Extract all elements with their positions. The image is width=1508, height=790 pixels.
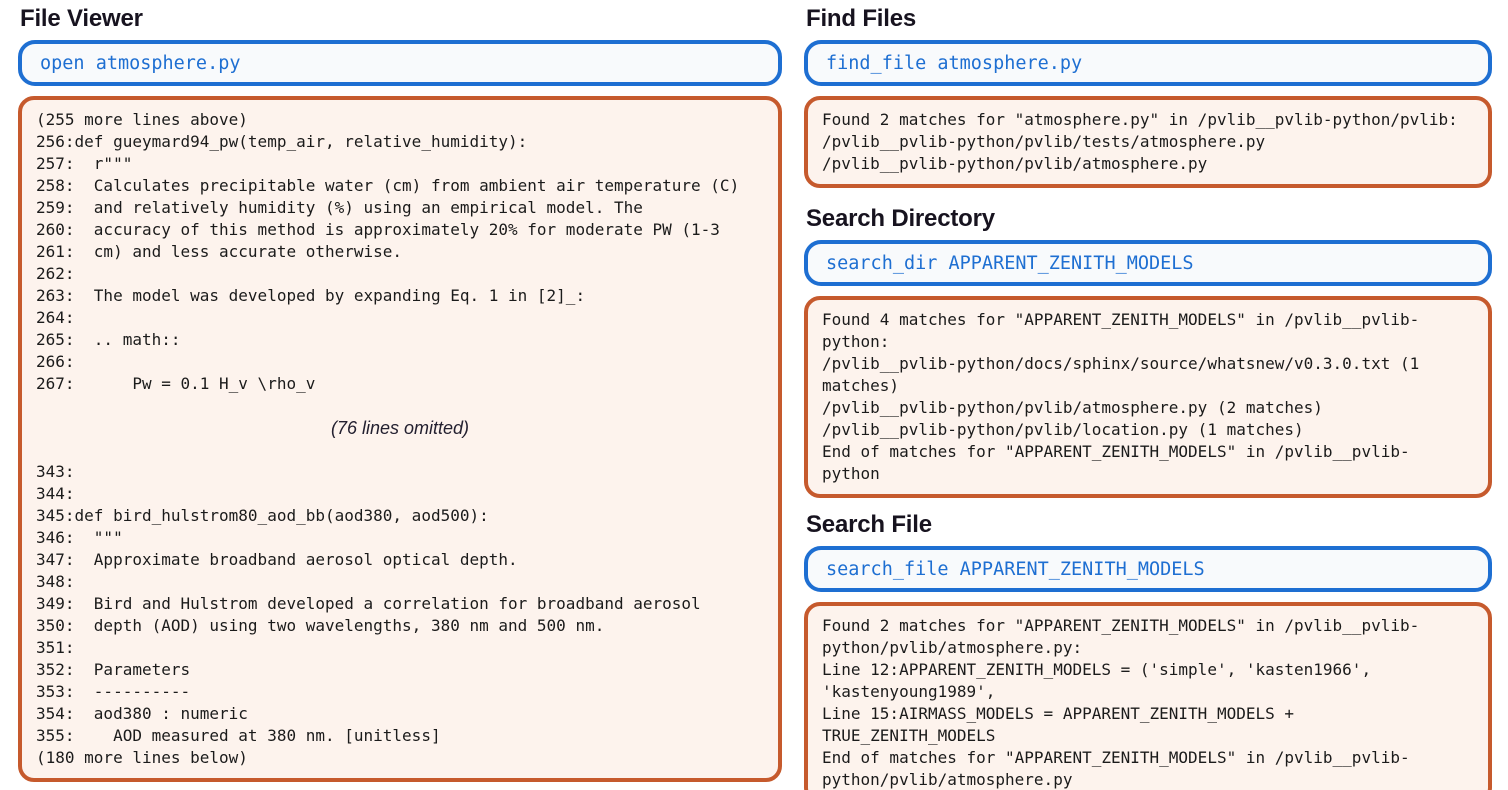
output-line: 354: aod380 : numeric [36, 704, 248, 723]
file-viewer-command-box[interactable]: open atmosphere.py [18, 40, 782, 86]
output-line: 352: Parameters [36, 660, 191, 679]
search-dir-output-box: Found 4 matches for "APPARENT_ZENITH_MOD… [804, 296, 1492, 498]
output-line: python/pvlib/atmosphere.py: [822, 638, 1083, 657]
search-dir-command-text: search_dir APPARENT_ZENITH_MODELS [826, 252, 1194, 274]
output-line: Line 15:AIRMASS_MODELS = APPARENT_ZENITH… [822, 704, 1295, 723]
output-line: /pvlib__pvlib-python/pvlib/atmosphere.py… [822, 398, 1323, 417]
search-file-panel: Search File search_file APPARENT_ZENITH_… [804, 510, 1492, 790]
output-line: 347: Approximate broadband aerosol optic… [36, 550, 518, 569]
search-dir-panel: Search Directory search_dir APPARENT_ZEN… [804, 204, 1492, 498]
output-line: 345:def bird_hulstrom80_aod_bb(aod380, a… [36, 506, 489, 525]
output-line: 'kastenyoung1989', [822, 682, 996, 701]
search-file-command-box[interactable]: search_file APPARENT_ZENITH_MODELS [804, 546, 1492, 592]
search-file-output-box: Found 2 matches for "APPARENT_ZENITH_MOD… [804, 602, 1492, 790]
output-line: 260: accuracy of this method is approxim… [36, 220, 720, 239]
output-line: 346: """ [36, 528, 123, 547]
find-files-output-box: Found 2 matches for "atmosphere.py" in /… [804, 96, 1492, 188]
output-line: python [822, 464, 880, 483]
right-column: Find Files find_file atmosphere.py Found… [804, 4, 1492, 790]
find-files-command-box[interactable]: find_file atmosphere.py [804, 40, 1492, 86]
output-line: /pvlib__pvlib-python/pvlib/location.py (… [822, 420, 1304, 439]
find-files-panel: Find Files find_file atmosphere.py Found… [804, 4, 1492, 188]
search-file-title: Search File [806, 511, 932, 538]
output-line: /pvlib__pvlib-python/pvlib/atmosphere.py [822, 154, 1208, 173]
output-line: python: [822, 332, 890, 351]
output-line: Line 12:APPARENT_ZENITH_MODELS = ('simpl… [822, 660, 1372, 679]
output-line: TRUE_ZENITH_MODELS [822, 726, 996, 745]
output-line: python/pvlib/atmosphere.py [822, 770, 1073, 789]
output-line: 267: Pw = 0.1 H_v \rho_v [36, 374, 316, 393]
output-line: 350: depth (AOD) using two wavelengths, … [36, 616, 605, 635]
output-line: (255 more lines above) [36, 110, 248, 129]
output-line: 265: .. math:: [36, 330, 181, 349]
search-dir-command-box[interactable]: search_dir APPARENT_ZENITH_MODELS [804, 240, 1492, 286]
output-line: (180 more lines below) [36, 748, 248, 767]
find-files-command-text: find_file atmosphere.py [826, 52, 1083, 74]
output-line: 264: [36, 308, 75, 327]
file-viewer-title: File Viewer [20, 5, 143, 32]
output-line: 351: [36, 638, 75, 657]
output-line: 263: The model was developed by expandin… [36, 286, 586, 305]
file-viewer-command-text: open atmosphere.py [40, 52, 241, 74]
file-viewer-output-box: (255 more lines above) 256:def gueymard94… [18, 96, 782, 782]
output-line: 262: [36, 264, 75, 283]
output-line: End of matches for "APPARENT_ZENITH_MODE… [822, 442, 1410, 461]
search-dir-title: Search Directory [806, 205, 995, 232]
find-files-title: Find Files [806, 5, 917, 32]
output-line: 257: r""" [36, 154, 133, 173]
output-line: Found 2 matches for "APPARENT_ZENITH_MOD… [822, 616, 1420, 635]
output-line: End of matches for "APPARENT_ZENITH_MODE… [822, 748, 1410, 767]
output-line: 259: and relatively humidity (%) using a… [36, 198, 643, 217]
output-line: 266: [36, 352, 75, 371]
output-line: /pvlib__pvlib-python/docs/sphinx/source/… [822, 354, 1420, 373]
output-line: 261: cm) and less accurate otherwise. [36, 242, 403, 261]
output-line: /pvlib__pvlib-python/pvlib/tests/atmosph… [822, 132, 1266, 151]
output-line [36, 395, 764, 417]
output-line: (76 lines omitted) [330, 418, 470, 438]
output-line: Found 4 matches for "APPARENT_ZENITH_MOD… [822, 310, 1420, 329]
search-file-command-text: search_file APPARENT_ZENITH_MODELS [826, 558, 1205, 580]
output-line: 355: AOD measured at 380 nm. [unitless] [36, 726, 441, 745]
output-line: 256:def gueymard94_pw(temp_air, relative… [36, 132, 528, 151]
file-viewer-panel: File Viewer open atmosphere.py (255 more… [18, 4, 782, 790]
output-line [36, 439, 764, 461]
output-line: Found 2 matches for "atmosphere.py" in /… [822, 110, 1458, 129]
output-line: 349: Bird and Hulstrom developed a corre… [36, 594, 701, 613]
output-line: 344: [36, 484, 75, 503]
output-line: matches) [822, 376, 900, 395]
output-line: 258: Calculates precipitable water (cm) … [36, 176, 740, 195]
output-line: 353: ---------- [36, 682, 191, 701]
output-line: 343: [36, 462, 75, 481]
output-line: 348: [36, 572, 75, 591]
